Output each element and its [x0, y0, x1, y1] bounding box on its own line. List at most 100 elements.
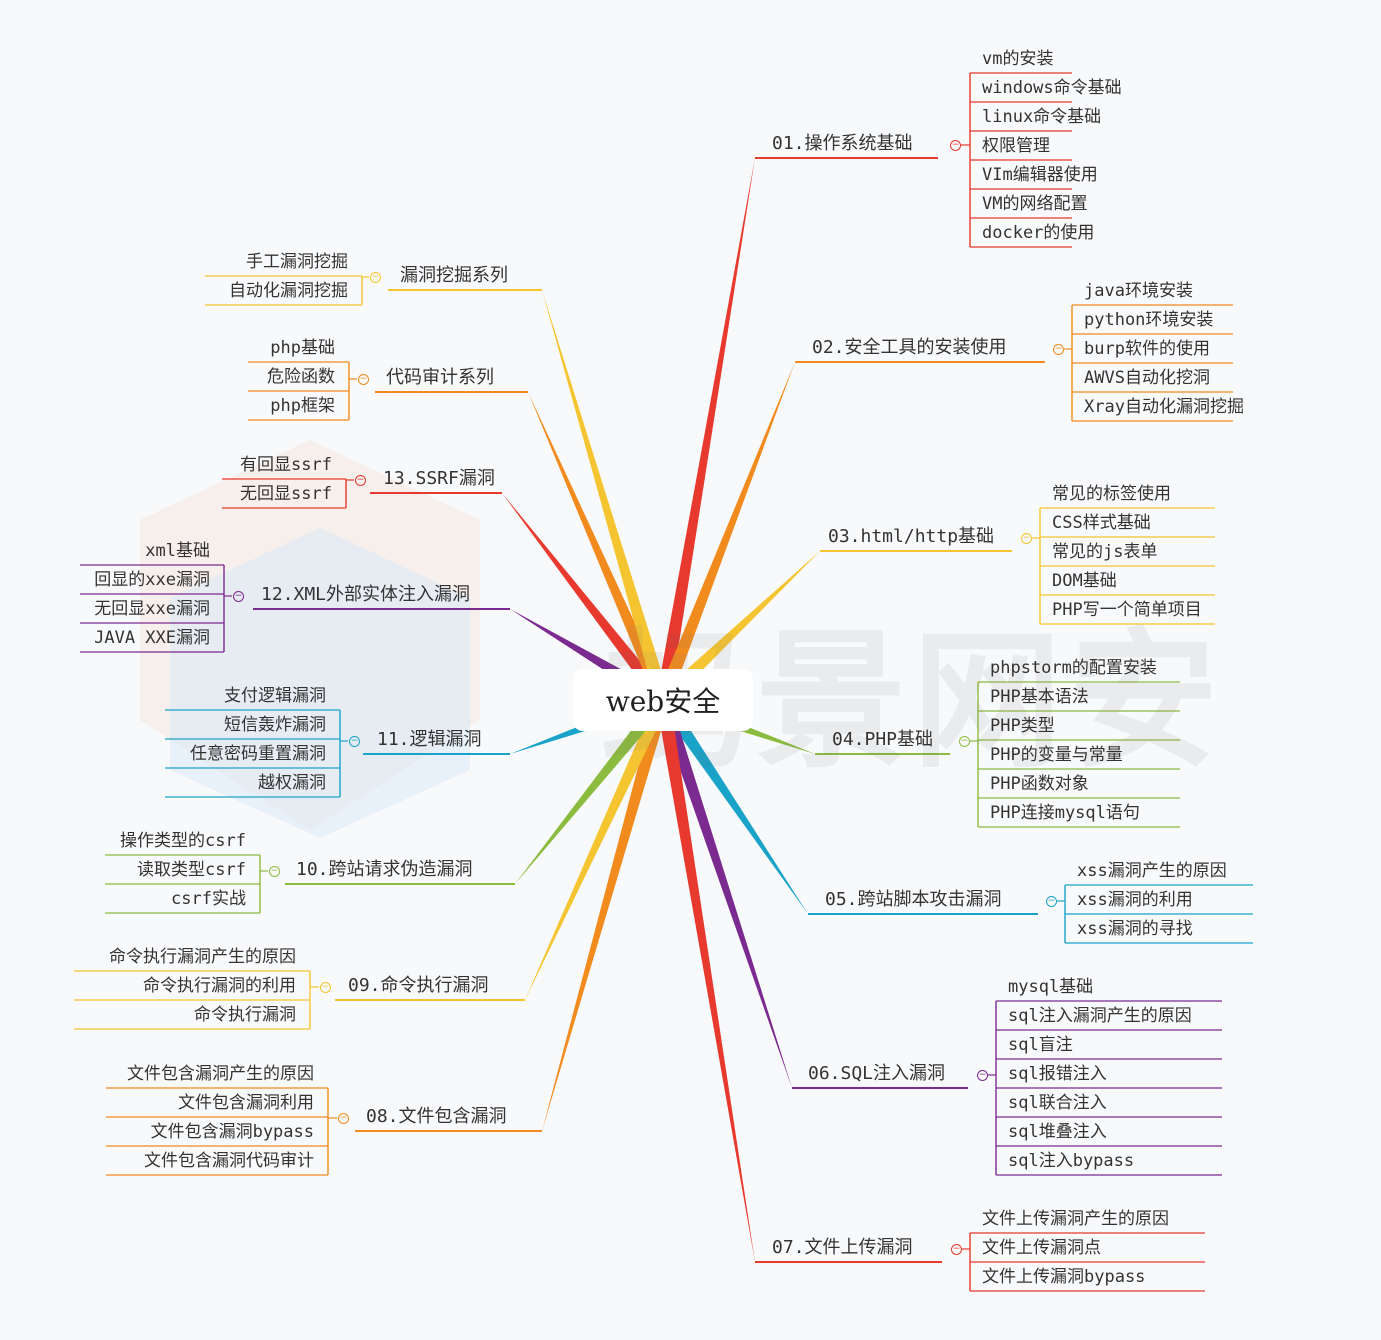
collapse-toggle-icon[interactable]: − [977, 1070, 988, 1081]
collapse-toggle-icon[interactable]: − [233, 591, 244, 602]
child-node-label[interactable]: sql盲注 [1008, 1035, 1073, 1055]
branch-stroke [656, 697, 792, 1088]
branch-stroke [542, 698, 670, 1131]
child-node-label[interactable]: 操作类型的csrf [120, 831, 246, 851]
child-node-label[interactable]: sql联合注入 [1008, 1093, 1107, 1113]
child-node-label[interactable]: 命令执行漏洞产生的原因 [109, 947, 296, 967]
child-node-label[interactable]: 文件上传漏洞产生的原因 [982, 1209, 1169, 1229]
collapse-toggle-icon[interactable]: − [320, 982, 331, 993]
child-node-label[interactable]: 文件包含漏洞产生的原因 [127, 1064, 314, 1084]
branch-b07 [656, 698, 1205, 1292]
branch-label-b15[interactable]: 漏洞挖掘系列 [400, 265, 508, 286]
collapse-toggle-icon[interactable]: − [951, 1244, 962, 1255]
root-node[interactable]: web安全 [573, 669, 753, 731]
child-node-label[interactable]: 文件包含漏洞bypass [150, 1122, 314, 1142]
child-node-label[interactable]: CSS样式基础 [1052, 513, 1151, 533]
child-node-label[interactable]: Xray自动化漏洞挖掘 [1084, 397, 1244, 417]
child-node-label[interactable]: PHP连接mysql语句 [990, 803, 1140, 823]
child-node-label[interactable]: PHP的变量与常量 [990, 745, 1123, 765]
child-node-label[interactable]: 文件上传漏洞点 [982, 1238, 1101, 1258]
branch-label-b14[interactable]: 代码审计系列 [386, 367, 494, 388]
child-node-label[interactable]: sql注入bypass [1008, 1151, 1135, 1171]
root-node-label: web安全 [605, 685, 721, 718]
child-node-label[interactable]: xss漏洞的寻找 [1077, 919, 1193, 939]
branch-stroke [656, 698, 755, 1262]
child-node-label[interactable]: PHP类型 [990, 716, 1055, 736]
child-node-label[interactable]: 有回显ssrf [240, 455, 332, 475]
child-node-label[interactable]: 手工漏洞挖掘 [246, 252, 348, 272]
branch-label-b13[interactable]: 13.SSRF漏洞 [383, 468, 495, 489]
child-node-label[interactable]: 越权漏洞 [258, 773, 326, 793]
child-node-label[interactable]: 命令执行漏洞 [194, 1005, 296, 1025]
child-node-label[interactable]: 无回显xxe漏洞 [94, 599, 210, 619]
child-node-label[interactable]: 文件上传漏洞bypass [982, 1267, 1146, 1287]
collapse-toggle-icon[interactable]: − [338, 1113, 349, 1124]
child-node-label[interactable]: xss漏洞产生的原因 [1077, 861, 1227, 881]
child-node-label[interactable]: PHP写一个简单项目 [1052, 600, 1202, 620]
child-node-label[interactable]: VIm编辑器使用 [982, 165, 1098, 185]
child-node-label[interactable]: PHP函数对象 [990, 774, 1089, 794]
collapse-toggle-icon[interactable]: − [1021, 533, 1032, 544]
child-node-label[interactable]: 自动化漏洞挖掘 [229, 281, 348, 301]
branch-label-b10[interactable]: 10.跨站请求伪造漏洞 [296, 859, 473, 880]
child-node-label[interactable]: xml基础 [145, 541, 210, 561]
branch-label-b02[interactable]: 02.安全工具的安装使用 [812, 337, 1007, 358]
child-node-label[interactable]: 文件包含漏洞利用 [178, 1093, 314, 1113]
child-node-label[interactable]: PHP基本语法 [990, 687, 1089, 707]
collapse-toggle-icon[interactable]: − [1053, 344, 1064, 355]
child-node-label[interactable]: JAVA XXE漏洞 [94, 628, 210, 648]
collapse-toggle-icon[interactable]: − [950, 140, 961, 151]
child-node-label[interactable]: java环境安装 [1084, 281, 1193, 301]
child-node-label[interactable]: php基础 [270, 338, 335, 358]
child-node-label[interactable]: 文件包含漏洞代码审计 [144, 1151, 314, 1171]
child-node-label[interactable]: mysql基础 [1008, 977, 1094, 997]
child-node-label[interactable]: 权限管理 [982, 136, 1050, 156]
branch-label-b12[interactable]: 12.XML外部实体注入漏洞 [261, 584, 471, 605]
collapse-toggle-icon[interactable]: − [355, 475, 366, 486]
child-node-label[interactable]: 命令执行漏洞的利用 [143, 976, 296, 996]
collapse-toggle-icon[interactable]: − [269, 866, 280, 877]
child-node-label[interactable]: DOM基础 [1052, 571, 1117, 591]
child-node-label[interactable]: phpstorm的配置安装 [990, 658, 1157, 678]
child-node-label[interactable]: 支付逻辑漏洞 [224, 686, 326, 706]
branch-label-b07[interactable]: 07.文件上传漏洞 [772, 1237, 913, 1258]
child-node-label[interactable]: sql堆叠注入 [1008, 1122, 1107, 1142]
branch-label-b06[interactable]: 06.SQL注入漏洞 [808, 1063, 946, 1084]
branch-label-b03[interactable]: 03.html/http基础 [828, 526, 995, 547]
child-node-label[interactable]: python环境安装 [1084, 310, 1214, 330]
child-node-label[interactable]: 任意密码重置漏洞 [190, 744, 326, 764]
branch-b09 [74, 697, 670, 1030]
collapse-toggle-icon[interactable]: − [959, 736, 970, 747]
branch-label-b08[interactable]: 08.文件包含漏洞 [366, 1106, 507, 1127]
child-node-label[interactable]: linux命令基础 [982, 107, 1102, 127]
collapse-toggle-icon[interactable]: − [1046, 896, 1057, 907]
child-node-label[interactable]: xss漏洞的利用 [1077, 890, 1193, 910]
child-node-label[interactable]: vm的安装 [982, 49, 1054, 69]
branch-b03 [658, 507, 1215, 706]
child-node-label[interactable]: sql注入漏洞产生的原因 [1008, 1006, 1192, 1026]
child-node-label[interactable]: burp软件的使用 [1084, 339, 1210, 359]
child-node-label[interactable]: csrf实战 [171, 889, 246, 909]
branch-b14 [248, 361, 670, 703]
child-node-label[interactable]: 危险函数 [267, 367, 335, 387]
branch-label-b04[interactable]: 04.PHP基础 [832, 729, 934, 750]
collapse-toggle-icon[interactable]: − [370, 272, 381, 283]
child-node-label[interactable]: sql报错注入 [1008, 1064, 1107, 1084]
child-node-label[interactable]: 读取类型csrf [137, 860, 246, 880]
child-node-label[interactable]: AWVS自动化挖洞 [1084, 368, 1210, 388]
branch-label-b09[interactable]: 09.命令执行漏洞 [348, 975, 489, 996]
child-node-label[interactable]: 回显的xxe漏洞 [94, 570, 210, 590]
child-node-label[interactable]: 短信轰炸漏洞 [224, 715, 326, 735]
branch-label-b05[interactable]: 05.跨站脚本攻击漏洞 [825, 889, 1002, 910]
child-node-label[interactable]: windows命令基础 [982, 78, 1122, 98]
branch-label-b11[interactable]: 11.逻辑漏洞 [377, 729, 482, 750]
collapse-toggle-icon[interactable]: − [349, 736, 360, 747]
child-node-label[interactable]: VM的网络配置 [982, 194, 1088, 214]
collapse-toggle-icon[interactable]: − [358, 374, 369, 385]
branch-label-b01[interactable]: 01.操作系统基础 [772, 133, 913, 154]
child-node-label[interactable]: php框架 [270, 396, 335, 416]
child-node-label[interactable]: 无回显ssrf [240, 484, 332, 504]
child-node-label[interactable]: 常见的标签使用 [1052, 484, 1171, 504]
child-node-label[interactable]: 常见的js表单 [1052, 542, 1158, 562]
child-node-label[interactable]: docker的使用 [982, 223, 1095, 243]
